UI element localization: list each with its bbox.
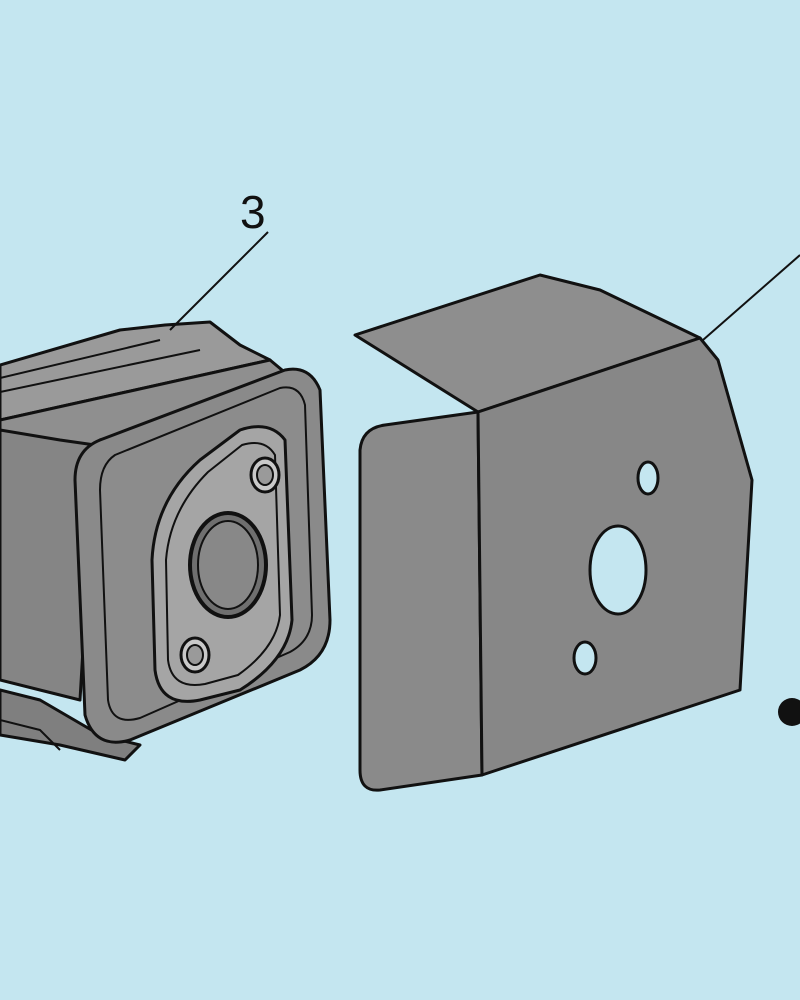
callout-3-label: 3 (240, 186, 266, 238)
muffler-part (0, 320, 332, 762)
heat-shield-top-hole (636, 460, 660, 496)
heat-shield-top-fold (353, 273, 702, 414)
muffler-bolt-hole-bottom-inner (186, 644, 204, 666)
heat-shield-part (353, 273, 754, 792)
muffler-top-rib (0, 339, 161, 379)
heat-shield-center-hole (588, 524, 648, 616)
muffler-exhaust-port-inner (197, 520, 259, 610)
heat-shield-left-panel (358, 410, 484, 792)
muffler-bottom-edge (0, 719, 61, 751)
muffler-left-block (0, 428, 97, 702)
muffler-bottom-plate (0, 688, 142, 762)
bolt-head (778, 698, 800, 726)
muffler-flange-inner (165, 442, 281, 686)
heat-shield-bottom-hole (572, 640, 598, 676)
callout-3-leader (169, 231, 269, 331)
muffler-top-rib (0, 349, 201, 393)
heat-shield-leader (702, 254, 800, 341)
muffler-bolt-hole-top-inner (256, 464, 274, 486)
